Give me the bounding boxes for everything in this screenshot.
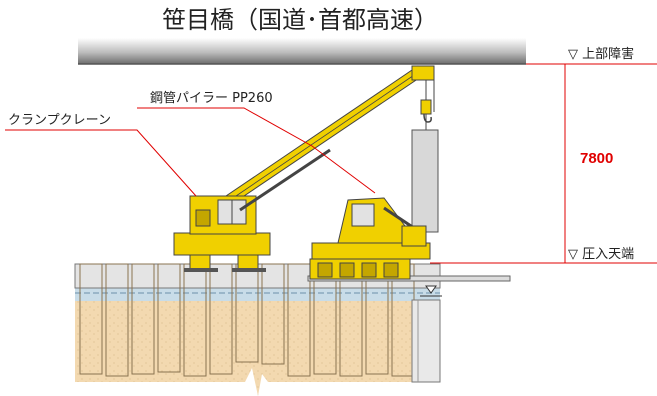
diagram-title: 笹目橋（国道･首都高速） <box>162 6 438 34</box>
pile-machine-leader <box>137 107 376 194</box>
crane-label: クランプクレーン <box>8 113 111 128</box>
steel-pipe-piler <box>309 197 431 280</box>
new-pile-section <box>411 299 441 383</box>
pile-machine-label: 鋼管パイラー PP260 <box>150 91 273 106</box>
upper-obstacle-label: ▽ 上部障害 <box>568 46 634 62</box>
water-level-marker <box>425 285 437 294</box>
clearance-value: 7800 <box>580 150 613 167</box>
clamp-crane <box>173 65 439 272</box>
bridge-girder <box>78 38 526 64</box>
pile-top-label: ▽ 圧入天端 <box>568 247 634 262</box>
crane-leader <box>5 129 197 197</box>
